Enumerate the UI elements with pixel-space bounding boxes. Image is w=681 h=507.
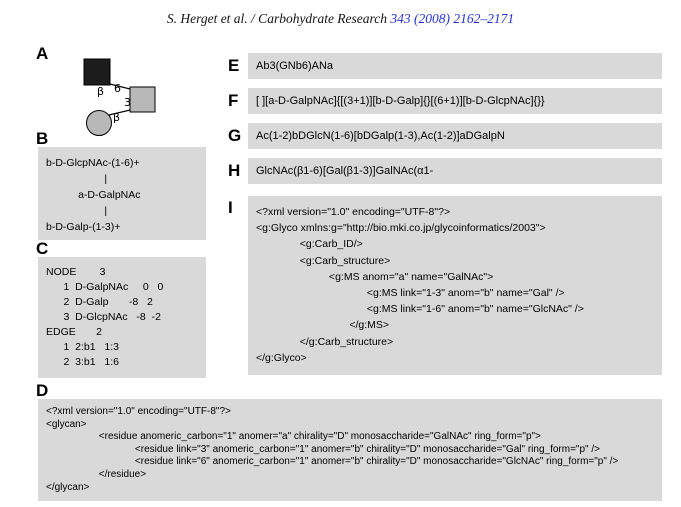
panel-g-text: Ac(1-2)bDGlcN(1-6)[bDGalp(1-3),Ac(1-2)]a… bbox=[256, 130, 505, 142]
glcnac-square-icon bbox=[83, 58, 111, 86]
panel-e-text: Ab3(GNb6)ANa bbox=[256, 60, 334, 72]
glcnac-anomer-label: β bbox=[97, 85, 104, 98]
panel-h-box: GlcNAc(β1-6)[Gal(β1-3)]GalNAc(α1- bbox=[248, 158, 662, 184]
running-head-text: S. Herget et al. / Carbohydrate Research bbox=[166, 11, 391, 26]
gal-anomer-label: β bbox=[113, 111, 120, 124]
panel-d-label: D bbox=[36, 381, 49, 400]
citation-link[interactable]: 343 (2008) 2162–2171 bbox=[390, 11, 515, 26]
panel-d-box: <?xml version="1.0" encoding="UTF-8"?> <… bbox=[38, 399, 662, 501]
running-head: S. Herget et al. / Carbohydrate Research… bbox=[0, 11, 681, 27]
panel-b-label: B bbox=[36, 129, 49, 148]
panel-h-label: H bbox=[228, 161, 241, 180]
panel-i-label: I bbox=[228, 198, 233, 217]
glycan-symbol-diagram: β 6 3 β bbox=[83, 58, 156, 136]
galnac-square-icon bbox=[129, 86, 156, 113]
panel-e-label: E bbox=[228, 56, 240, 75]
panel-h-text: GlcNAc(β1-6)[Gal(β1-3)]GalNAc(α1- bbox=[256, 165, 434, 177]
panel-c-box: NODE 3 1 D-GalpNAc 0 0 2 D-Galp -8 2 3 D… bbox=[38, 257, 206, 378]
panel-i-box: <?xml version="1.0" encoding="UTF-8"?> <… bbox=[248, 196, 662, 375]
glcnac-linkage-line bbox=[109, 83, 131, 90]
panel-g-box: Ac(1-2)bDGlcN(1-6)[bDGalp(1-3),Ac(1-2)]a… bbox=[248, 123, 662, 149]
panel-c-label: C bbox=[36, 239, 49, 258]
panel-a-label: A bbox=[36, 44, 49, 63]
gal-linkage-line bbox=[108, 109, 131, 116]
panel-f-text: [ ][a-D-GalpNAc]{[(3+1)][b-D-Galp]{}[(6+… bbox=[256, 95, 545, 107]
panel-f-box: [ ][a-D-GalpNAc]{[(3+1)][b-D-Galp]{}[(6+… bbox=[248, 88, 662, 114]
panel-b-box: b-D-GlcpNAc-(1-6)+ | a-D-GalpNAc | b-D-G… bbox=[38, 147, 206, 240]
panel-g-label: G bbox=[228, 126, 242, 145]
gal-circle-icon bbox=[86, 110, 112, 136]
glcnac-position-label: 6 bbox=[114, 82, 121, 95]
gal-position-label: 3 bbox=[124, 96, 131, 109]
panel-e-box: Ab3(GNb6)ANa bbox=[248, 53, 662, 79]
panel-f-label: F bbox=[228, 91, 239, 110]
